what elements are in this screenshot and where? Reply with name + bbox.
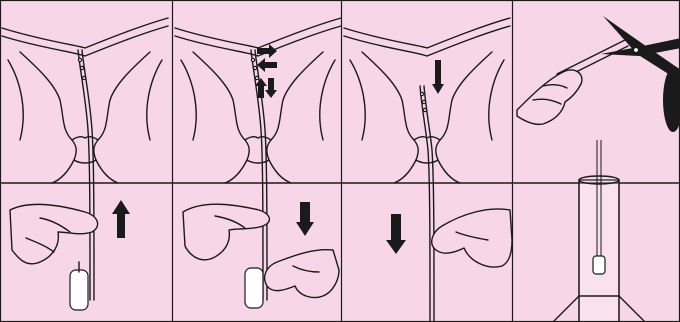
catheter-bulb [70, 270, 88, 310]
panel-4 [513, 0, 680, 322]
panel-3 [342, 0, 512, 322]
catheter-bulb [245, 268, 263, 308]
panel-1 [0, 0, 172, 322]
test-tube [579, 176, 619, 322]
panel-2 [173, 0, 341, 322]
